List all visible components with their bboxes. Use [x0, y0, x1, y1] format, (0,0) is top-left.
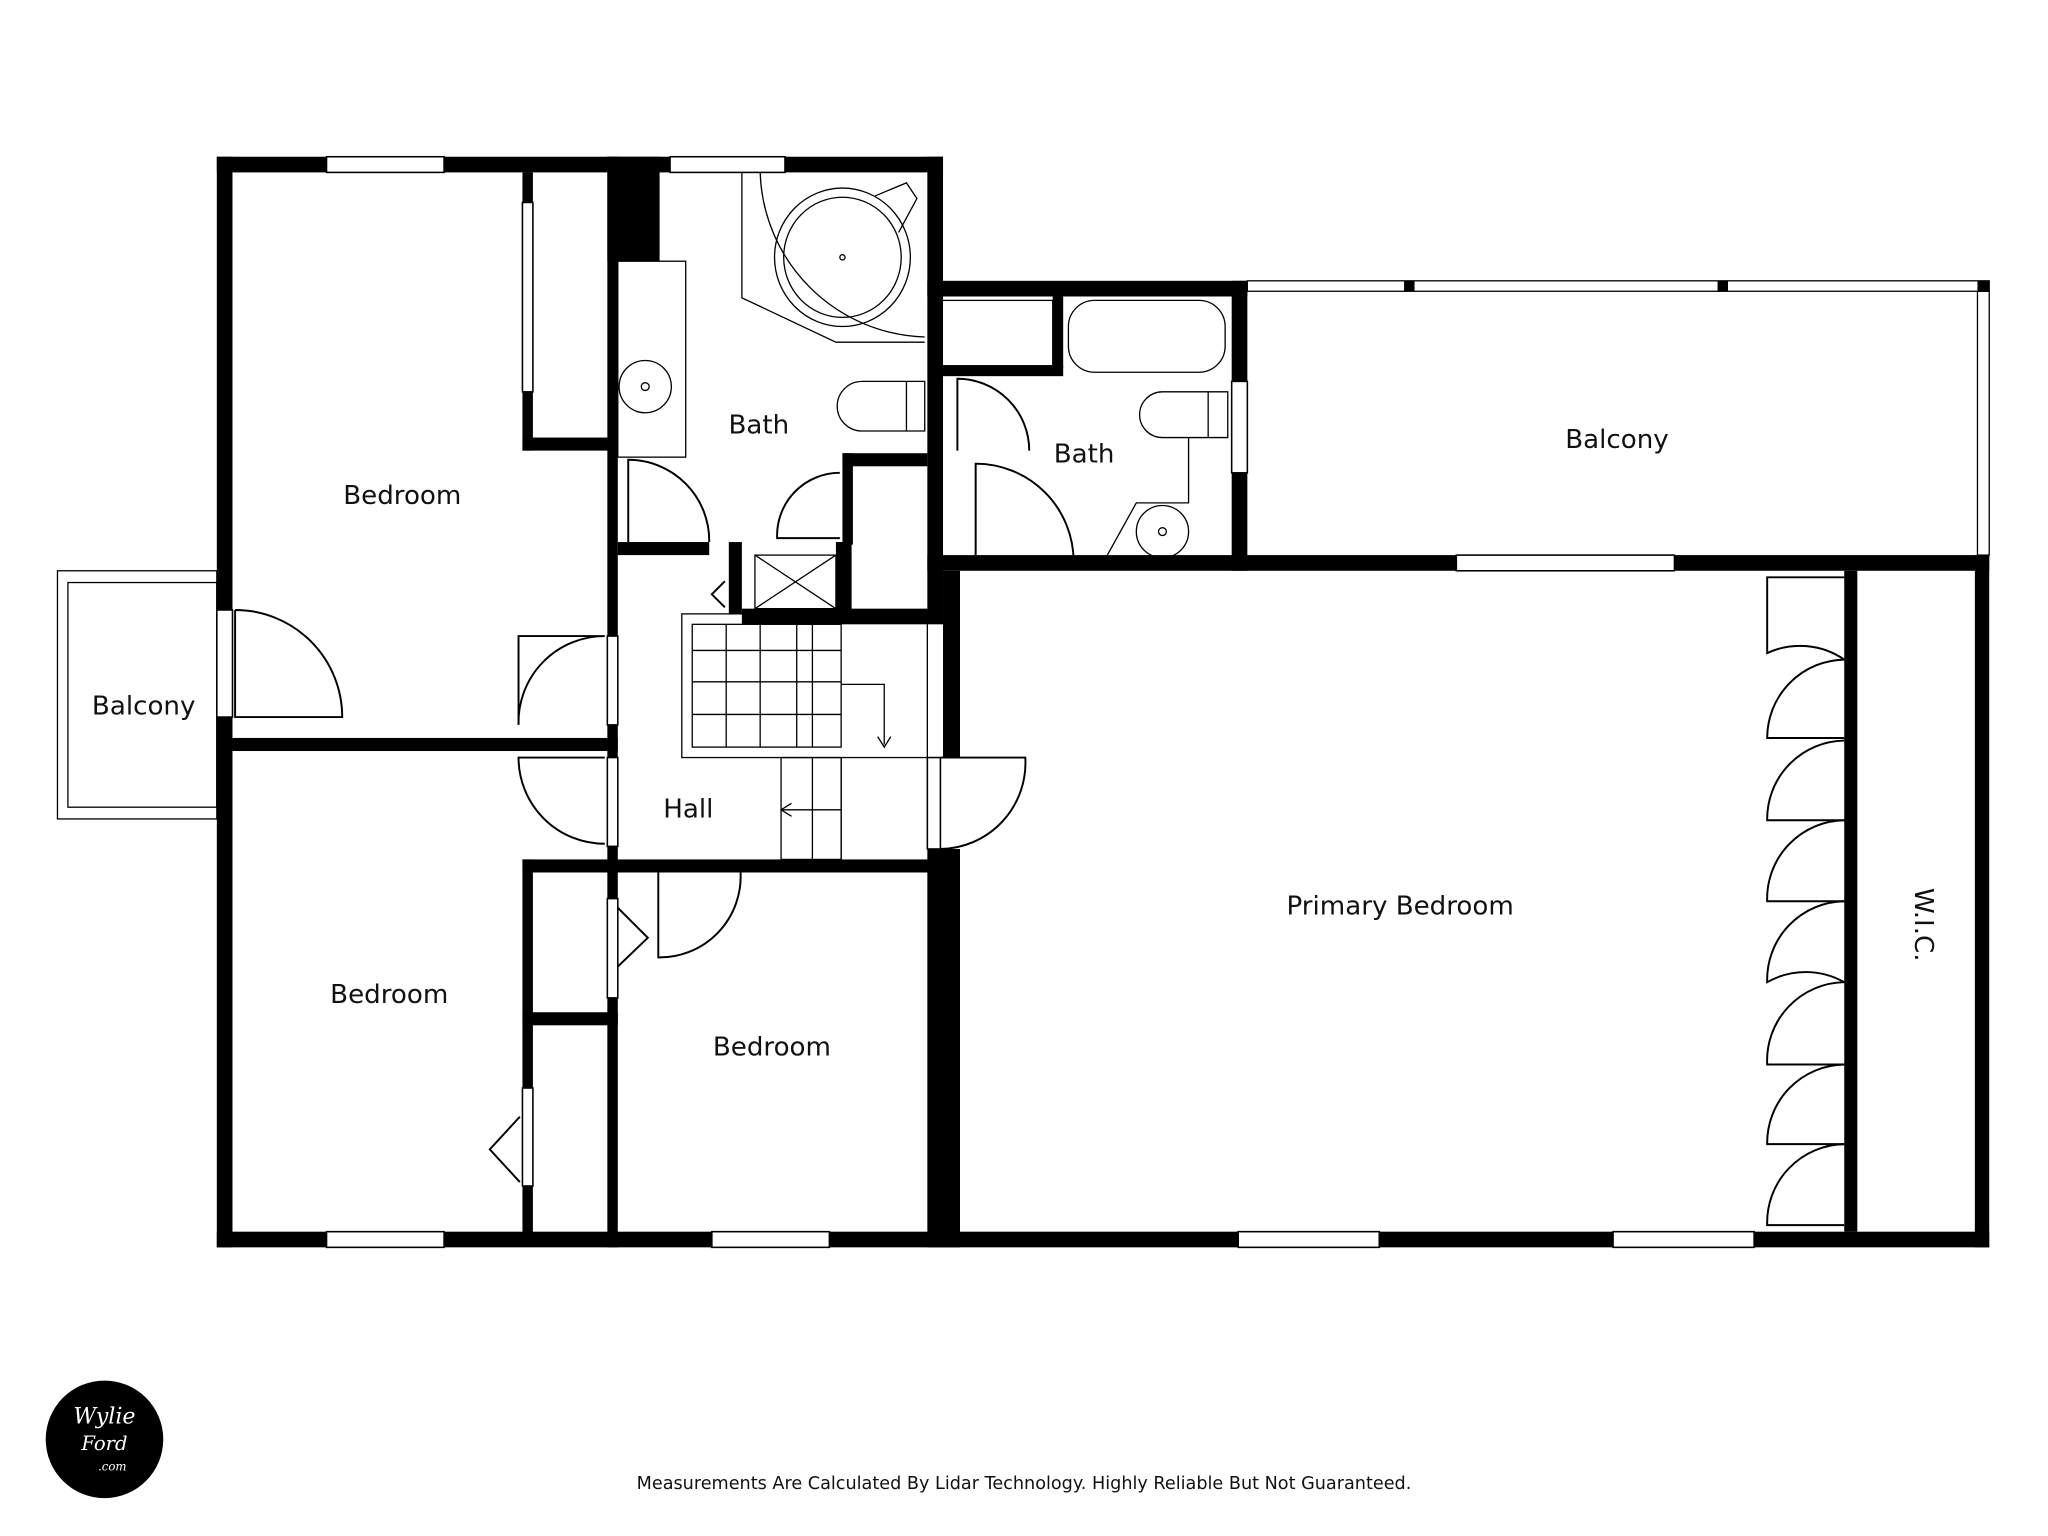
svg-text:Wylie: Wylie — [73, 1404, 135, 1430]
room-label-bedroom-top-left: Bedroom — [343, 481, 461, 511]
room-label-primary-bedroom: Primary Bedroom — [1287, 891, 1514, 921]
room-label-hall: Hall — [663, 795, 713, 825]
disclaimer-text: Measurements Are Calculated By Lidar Tec… — [637, 1474, 1412, 1494]
room-label-bath-main: Bath — [729, 411, 790, 441]
room-label-balcony-left: Balcony — [92, 691, 196, 721]
wylie-ford-logo: Wylie Ford .com — [45, 1380, 164, 1499]
top-balcony — [1246, 280, 1990, 556]
svg-text:.com: .com — [98, 1460, 127, 1474]
closet-doors — [1766, 576, 1845, 1227]
windows — [216, 155, 1755, 1249]
room-label-wic: W.I.C. — [1908, 888, 1938, 962]
room-label-bath-second: Bath — [1054, 439, 1115, 469]
svg-text:Ford: Ford — [80, 1432, 127, 1455]
doors — [234, 377, 1075, 1183]
room-label-bedroom-bottom-mid: Bedroom — [713, 1032, 831, 1062]
room-label-balcony-top: Balcony — [1565, 425, 1669, 455]
room-label-bedroom-bottom-left: Bedroom — [330, 980, 448, 1010]
bath-fixtures — [617, 172, 1229, 610]
walls — [216, 156, 1990, 1248]
staircase — [681, 613, 928, 861]
